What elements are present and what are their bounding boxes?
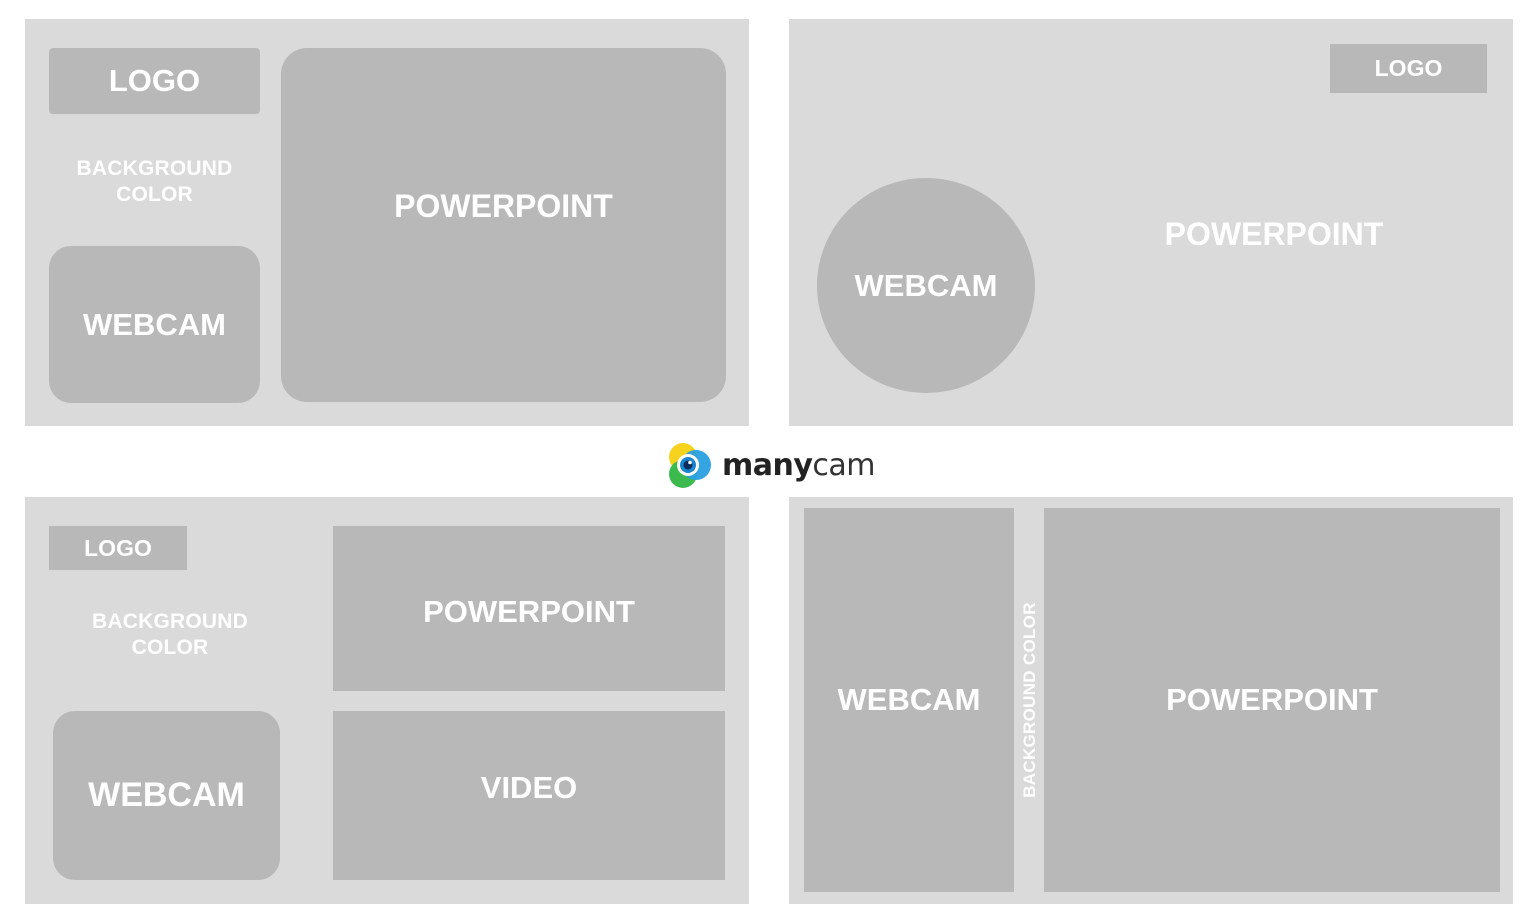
logo-label: LOGO	[108, 63, 201, 98]
background-color-text: BACKGROUND COLOR	[92, 610, 248, 659]
brand-wordmark: manycam	[722, 447, 876, 483]
logo-placeholder: LOGO	[49, 48, 260, 114]
powerpoint-placeholder: POWERPOINT	[1044, 508, 1500, 892]
logo-label: LOGO	[84, 534, 152, 561]
powerpoint-label-area: POWERPOINT	[1109, 209, 1439, 259]
logo-placeholder: LOGO	[49, 526, 187, 570]
manycam-brand: manycam	[666, 440, 876, 490]
brand-name-light: cam	[812, 447, 876, 483]
powerpoint-label: POWERPOINT	[423, 594, 635, 629]
logo-placeholder: LOGO	[1330, 44, 1487, 93]
powerpoint-placeholder: POWERPOINT	[333, 526, 725, 691]
layout-panel-top-right: LOGO POWERPOINT WEBCAM	[789, 19, 1513, 426]
powerpoint-label: POWERPOINT	[1166, 682, 1378, 717]
webcam-placeholder: WEBCAM	[804, 508, 1014, 892]
webcam-placeholder: WEBCAM	[49, 246, 260, 403]
layout-panel-top-left: LOGO BACKGROUND COLOR WEBCAM POWERPOINT	[25, 19, 749, 426]
layout-panel-bottom-right: WEBCAM POWERPOINT	[789, 497, 1513, 904]
logo-label: LOGO	[1374, 55, 1443, 81]
background-color-label: BACKGROUND COLOR	[80, 607, 260, 663]
background-color-text: BACKGROUND COLOR	[76, 157, 233, 206]
layout-panel-bottom-left: LOGO BACKGROUND COLOR WEBCAM POWERPOINT …	[25, 497, 749, 904]
webcam-label: WEBCAM	[83, 306, 226, 342]
video-placeholder: VIDEO	[333, 711, 725, 880]
background-color-label: BACKGROUND COLOR	[49, 154, 260, 210]
webcam-label: WEBCAM	[837, 682, 981, 717]
video-label: VIDEO	[480, 770, 578, 805]
brand-name-bold: many	[722, 447, 813, 483]
background-color-vertical-label: BACKGROUND COLOR	[1020, 602, 1039, 798]
powerpoint-placeholder: POWERPOINT	[281, 48, 726, 402]
webcam-circle-placeholder: WEBCAM	[817, 178, 1035, 393]
manycam-logo-icon	[669, 443, 711, 488]
powerpoint-label: POWERPOINT	[394, 188, 613, 224]
webcam-label: WEBCAM	[854, 267, 998, 303]
powerpoint-label: POWERPOINT	[1164, 215, 1384, 252]
webcam-placeholder: WEBCAM	[53, 711, 280, 880]
webcam-label: WEBCAM	[88, 776, 245, 814]
